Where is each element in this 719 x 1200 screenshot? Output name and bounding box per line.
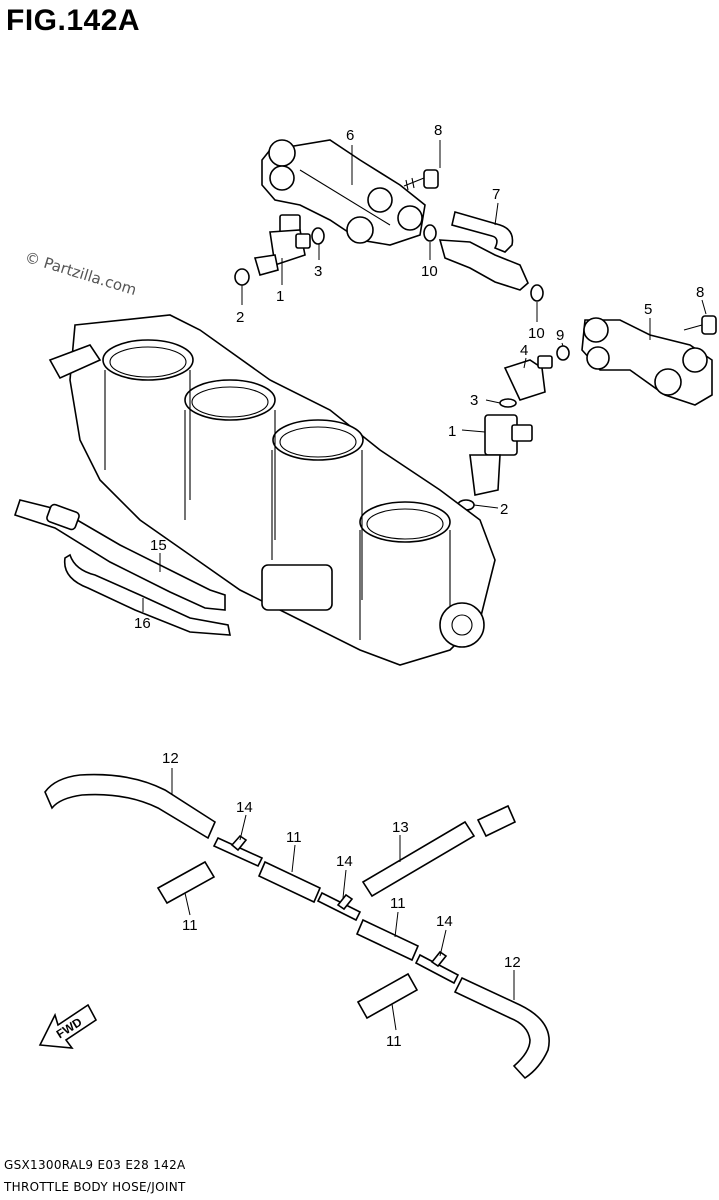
callout-15: 15 bbox=[150, 537, 167, 554]
callout-2-right: 2 bbox=[500, 501, 508, 518]
callout-14-left: 14 bbox=[236, 799, 253, 816]
footer-model-code: GSX1300RAL9 E03 E28 142A bbox=[4, 1158, 186, 1172]
forward-direction-arrow: FWD bbox=[38, 1003, 98, 1049]
callout-8-right: 8 bbox=[696, 284, 704, 301]
callout-12-left: 12 bbox=[162, 750, 179, 767]
callout-10-upper: 10 bbox=[421, 263, 438, 280]
fuel-joint-elbow-4 bbox=[503, 355, 553, 401]
callout-2-upper: 2 bbox=[236, 309, 244, 326]
callout-13: 13 bbox=[392, 819, 409, 836]
callout-5: 5 bbox=[644, 301, 652, 318]
o-ring-9 bbox=[556, 345, 570, 361]
hose-11-b bbox=[257, 860, 322, 904]
callout-1-right: 1 bbox=[448, 423, 456, 440]
tee-joint-14-left bbox=[212, 834, 264, 868]
callout-12-right: 12 bbox=[504, 954, 521, 971]
vacuum-hose-12-left bbox=[44, 773, 217, 840]
o-ring-upper-3 bbox=[311, 227, 325, 245]
hose-16 bbox=[63, 553, 231, 636]
callout-11-c: 11 bbox=[390, 895, 406, 912]
callout-3-upper: 3 bbox=[314, 263, 322, 280]
callout-8-upper: 8 bbox=[434, 122, 442, 139]
figure-title: FIG.142A bbox=[6, 4, 141, 37]
hose-15 bbox=[13, 499, 226, 611]
callout-14-right: 14 bbox=[436, 913, 453, 930]
fuel-delivery-pipe-upper bbox=[261, 139, 426, 246]
callout-14-mid: 14 bbox=[336, 853, 353, 870]
callout-labels: 6 8 7 1 2 3 10 10 5 8 9 4 3 1 2 15 16 12… bbox=[134, 122, 704, 1050]
fuel-injector-right bbox=[469, 414, 533, 496]
tee-joint-14-right bbox=[414, 950, 460, 985]
hose-11-d bbox=[356, 972, 419, 1020]
callout-3-right: 3 bbox=[470, 392, 478, 409]
footer-section-name: THROTTLE BODY HOSE/JOINT bbox=[4, 1180, 186, 1194]
hose-11-a bbox=[156, 860, 216, 905]
fuel-injector-upper bbox=[253, 214, 311, 276]
callout-16: 16 bbox=[134, 615, 151, 632]
hose-13 bbox=[361, 804, 517, 898]
fuel-pipe-joint bbox=[423, 224, 544, 302]
callout-4: 4 bbox=[520, 342, 528, 359]
throttle-body-assembly bbox=[48, 314, 496, 666]
bolt-right bbox=[683, 315, 717, 335]
fuel-delivery-pipe-right bbox=[581, 317, 713, 406]
callout-6: 6 bbox=[346, 127, 354, 144]
o-ring-right-3 bbox=[499, 398, 517, 408]
fuel-hose-7 bbox=[451, 210, 514, 253]
callout-11-d: 11 bbox=[386, 1033, 402, 1050]
callout-11-b: 11 bbox=[182, 917, 198, 934]
callout-10-lower: 10 bbox=[528, 325, 545, 342]
cushion-seal-upper-2 bbox=[234, 268, 250, 286]
leader-lines bbox=[142, 140, 707, 1031]
callout-7: 7 bbox=[492, 186, 500, 203]
hose-11-c bbox=[355, 918, 420, 962]
callout-9: 9 bbox=[556, 327, 564, 344]
callout-1-upper: 1 bbox=[276, 288, 284, 305]
tee-joint-14-mid bbox=[316, 891, 362, 922]
callout-11-a: 11 bbox=[286, 829, 302, 846]
vacuum-hose-12-right bbox=[453, 976, 550, 1080]
bolt-upper bbox=[403, 169, 439, 191]
